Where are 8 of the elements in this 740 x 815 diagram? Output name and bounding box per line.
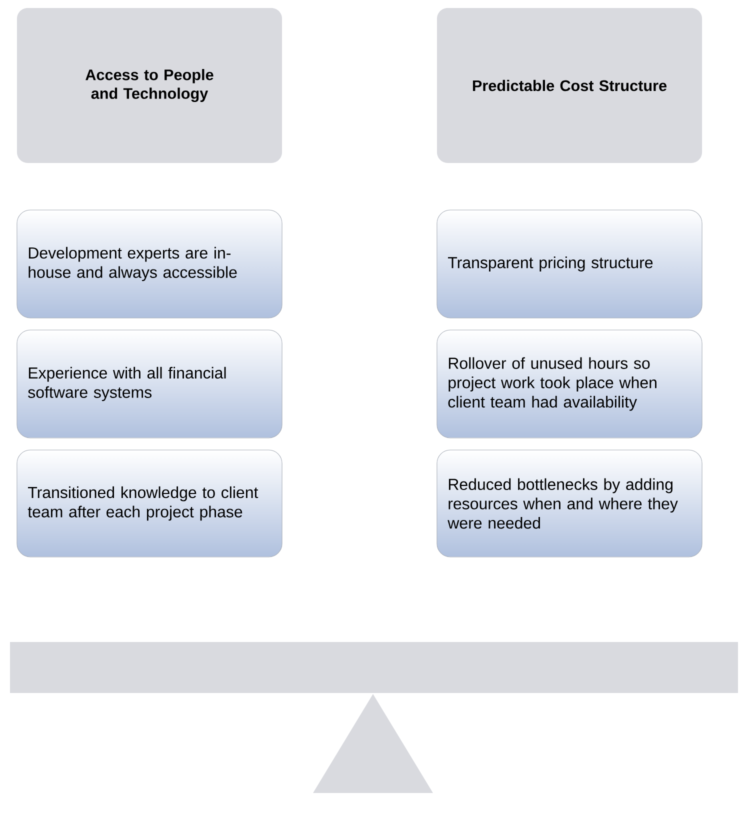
- text-box: Development experts are in-house and always accessible: [16, 210, 282, 318]
- text-box: Transitioned knowledge to client team after each project phase: [16, 450, 282, 558]
- header-box: Access to People and Technology: [16, 8, 282, 163]
- text-box: Transparent pricing structure: [436, 210, 702, 318]
- header-box: Predictable Cost Structure: [436, 8, 702, 163]
- text-box: Reduced bottlenecks by adding resources when and where they were needed: [436, 450, 702, 558]
- text-box: Rollover of unused hours so project work took place when client team had availability: [436, 330, 702, 438]
- text-box: Experience with all financial software systems: [16, 330, 282, 438]
